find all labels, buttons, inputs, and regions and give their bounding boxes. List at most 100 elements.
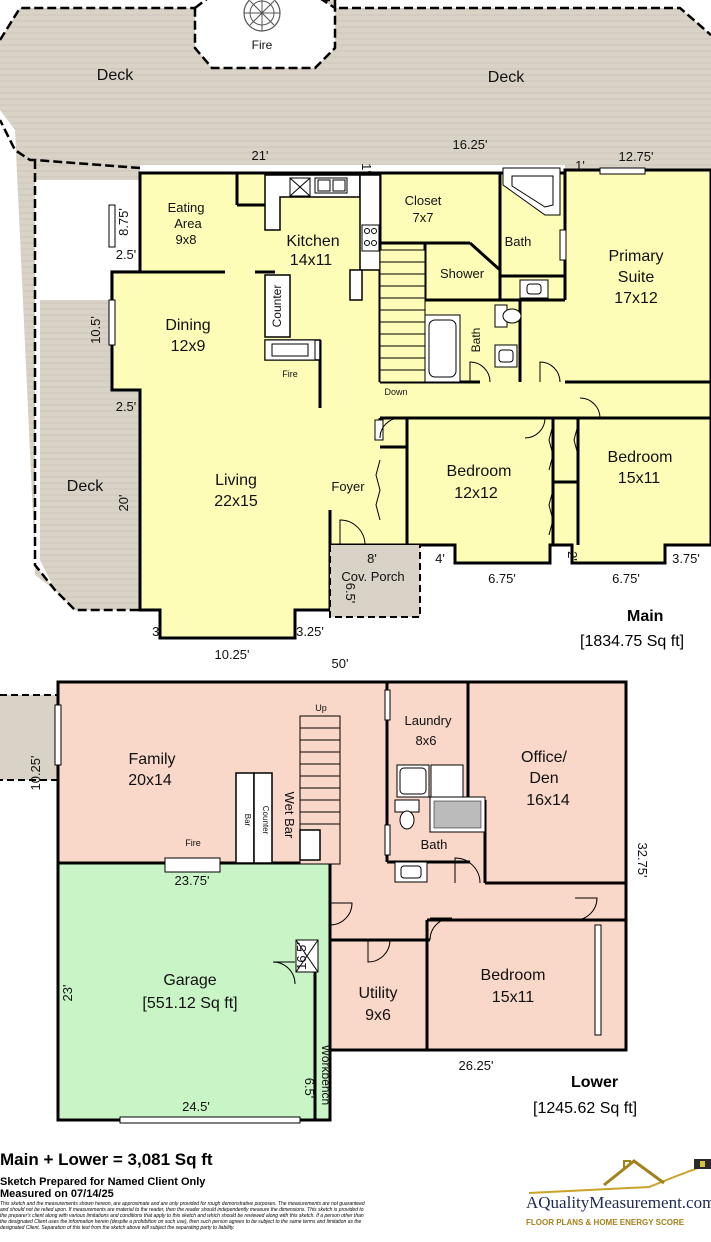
closet-label: Closet <box>405 193 442 208</box>
primary-bath-label: Bath <box>505 234 532 249</box>
dim-20: 20' <box>116 495 131 512</box>
dim-lower-6-5: 6.5' <box>302 1078 317 1099</box>
stairs-up-label: Up <box>315 703 327 713</box>
laundry-label: Laundry <box>405 713 452 728</box>
lower-bedroom-label: Bedroom <box>481 967 546 984</box>
primary-suite-label-2: Suite <box>618 269 655 286</box>
covered-porch-label: Cov. Porch <box>341 569 404 584</box>
lower-fireplace-icon <box>164 857 221 873</box>
hall-bath-label: Bath <box>469 328 483 353</box>
stairs-down-label: Down <box>384 387 407 397</box>
dim-10-25: 10.25' <box>214 647 249 662</box>
bifold-doors <box>375 424 579 536</box>
dim-23-75: 23.75' <box>174 873 209 888</box>
dim-6-75-b: 6.75' <box>612 571 640 586</box>
lower-doors <box>272 857 598 985</box>
lower-sink-icon <box>394 861 428 883</box>
dim-1-a: 1' <box>359 163 374 173</box>
main-floor-area: [1834.75 Sq ft] <box>580 633 685 650</box>
garage-area-label: [551.12 Sq ft] <box>142 995 237 1012</box>
logo-wordmark: AQualityMeasurement.com <box>526 1193 711 1212</box>
foyer-label: Foyer <box>331 479 365 494</box>
lower-floor-title: Lower <box>571 1074 619 1091</box>
company-logo: AQualityMeasurement.com FLOOR PLANS & HO… <box>524 1155 711 1242</box>
fireplace-label: Fire <box>282 369 298 379</box>
disclaimer-text: This sketch and the measurements shown h… <box>0 1201 365 1231</box>
family-label: Family <box>128 751 175 768</box>
dim-8: 8' <box>367 551 377 566</box>
lower-patio <box>0 695 58 780</box>
fire-pit-icon <box>243 0 281 32</box>
main-floor-footprint <box>110 168 711 640</box>
dim-24-5: 24.5' <box>182 1099 210 1114</box>
workbench-label: Workbench <box>319 1045 333 1105</box>
main-doors <box>339 361 601 546</box>
dim-12-75: 12.75' <box>618 149 653 164</box>
dim-32-75: 32.75' <box>635 842 650 877</box>
dim-23: 23' <box>60 985 75 1002</box>
covered-porch <box>330 545 420 617</box>
wet-bar-label: Wet Bar <box>282 792 297 839</box>
dim-16-5: 16.5' <box>294 942 309 970</box>
hall-bathtub-icon <box>424 314 461 383</box>
bedroom-1-label: Bedroom <box>447 463 512 480</box>
bathtub-corner-icon <box>502 167 561 216</box>
utility-size: 9x6 <box>365 1007 391 1024</box>
dim-3: 3' <box>152 624 162 639</box>
main-windows <box>108 167 646 441</box>
dishwasher-icon <box>289 177 311 197</box>
bedroom-2-size: 15x11 <box>618 470 661 487</box>
main-floor: Eating Area 9x8 Kitchen 14x11 Closet 7x7… <box>88 137 711 662</box>
counter-label: Counter <box>270 285 284 328</box>
lower-toilet-icon <box>394 799 420 830</box>
bedroom-1-size: 12x12 <box>454 485 498 502</box>
living-label: Living <box>215 472 257 489</box>
summary-block: Main + Lower = 3,081 Sq ft Sketch Prepar… <box>0 1150 420 1231</box>
laundry-size: 8x6 <box>416 733 437 748</box>
bedroom-2-label: Bedroom <box>608 449 673 466</box>
closet-size: 7x7 <box>413 210 434 225</box>
family-size: 20x14 <box>128 772 172 789</box>
main-stairs <box>379 249 426 383</box>
lower-bath-label: Bath <box>421 837 448 852</box>
toilet-icon <box>494 304 522 328</box>
dim-6-75-a: 6.75' <box>488 571 516 586</box>
deck-label-lower: Deck <box>67 478 104 495</box>
lower-floor: Up Family 20x14 Laundry 8x6 Office/ Den … <box>0 656 650 1124</box>
bar-label: Bar <box>243 814 252 827</box>
bar-counters <box>235 772 321 864</box>
lower-bedroom-size: 15x11 <box>492 989 535 1006</box>
fire-pit-label: Fire <box>252 38 273 52</box>
logo-tagline: FLOOR PLANS & HOME ENERGY SCORE <box>526 1218 685 1227</box>
lower-counter-label: Counter <box>261 806 270 835</box>
deck-label-left: Deck <box>97 67 134 84</box>
office-label-2: Den <box>529 770 558 787</box>
office-size: 16x14 <box>526 792 570 809</box>
hall-bath-sink-icon <box>494 344 518 368</box>
primary-suite-size: 17x12 <box>614 290 658 307</box>
fireplace-icon <box>264 339 316 361</box>
garage-label: Garage <box>163 972 216 989</box>
dim-2: 2' <box>565 551 580 561</box>
deck-area <box>0 0 711 610</box>
dim-3-75: 3.75' <box>672 551 700 566</box>
dim-2-5-a: 2.5' <box>116 247 137 262</box>
dim-2-5-b: 2.5' <box>116 399 137 414</box>
dining-label: Dining <box>165 317 210 334</box>
dim-10-5: 10.5' <box>88 316 103 344</box>
primary-suite-label: Primary <box>608 248 663 265</box>
dim-26-25: 26.25' <box>458 1058 493 1073</box>
floor-plan: Fire Deck Deck Deck <box>0 0 711 1124</box>
main-floor-title: Main <box>627 608 664 625</box>
kitchen-size: 14x11 <box>290 252 333 269</box>
kitchen-sink-icon <box>314 177 348 194</box>
lower-windows <box>54 689 602 1124</box>
total-area: Main + Lower = 3,081 Sq ft <box>0 1150 213 1169</box>
water-heater-icon <box>295 939 319 973</box>
deck-label-right: Deck <box>488 69 525 86</box>
lower-shower-icon <box>429 796 486 833</box>
stove-icon <box>361 224 380 252</box>
utility-label: Utility <box>358 985 397 1002</box>
eating-area-label: Eating <box>168 200 205 215</box>
prepared-for: Sketch Prepared for Named Client Only <box>0 1176 206 1188</box>
